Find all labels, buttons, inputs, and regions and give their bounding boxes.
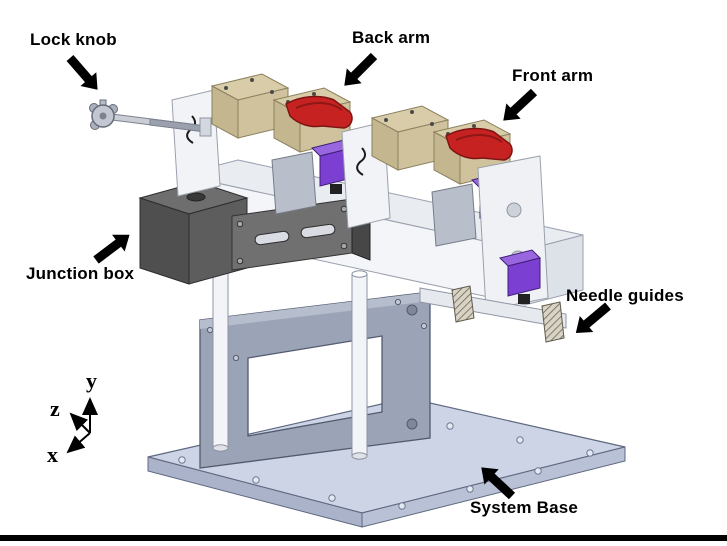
gripper-clamp <box>271 151 317 215</box>
axis-indicator <box>66 397 98 454</box>
label-needle-guides: Needle guides <box>566 286 684 305</box>
support-posts <box>212 264 368 460</box>
slide-bottom-border <box>0 535 727 541</box>
lock-knob-part <box>89 99 212 137</box>
label-lock-knob: Lock knob <box>30 30 117 49</box>
z-axis-arrow <box>69 412 91 434</box>
needle-guide-block <box>451 285 475 323</box>
front-arm-part <box>445 127 513 161</box>
slotted-bracket <box>231 198 371 271</box>
label-axis-x: x <box>47 442 58 467</box>
label-axis-z: z <box>50 396 60 421</box>
label-back-arm: Back arm <box>352 28 431 47</box>
x-axis-arrow <box>66 432 91 454</box>
label-front-arm: Front arm <box>512 66 594 85</box>
callout-arrow-junction-box <box>93 234 130 264</box>
guide-motor <box>499 249 541 304</box>
label-axis-y: y <box>86 368 97 393</box>
callout-arrow-back-arm <box>344 52 378 86</box>
needle-guides-part <box>419 285 567 343</box>
callout-arrow-front-arm <box>503 88 538 121</box>
callout-arrow-system-base <box>481 467 516 500</box>
support-frame <box>199 291 431 469</box>
callout-arrow-lock-knob <box>66 55 98 90</box>
junction-box-part <box>138 181 249 285</box>
label-system-base: System Base <box>470 498 579 517</box>
needle-guide-block <box>541 301 565 343</box>
gripper-clamp <box>431 183 477 247</box>
callout-arrow-needle-guides <box>575 302 611 333</box>
frame-screws <box>206 298 428 362</box>
back-actuator-unit <box>171 73 352 215</box>
cable-icon <box>356 147 366 176</box>
label-junction-box: Junction box <box>26 264 135 283</box>
system-base-part <box>147 397 626 528</box>
back-arm-part <box>285 95 353 129</box>
